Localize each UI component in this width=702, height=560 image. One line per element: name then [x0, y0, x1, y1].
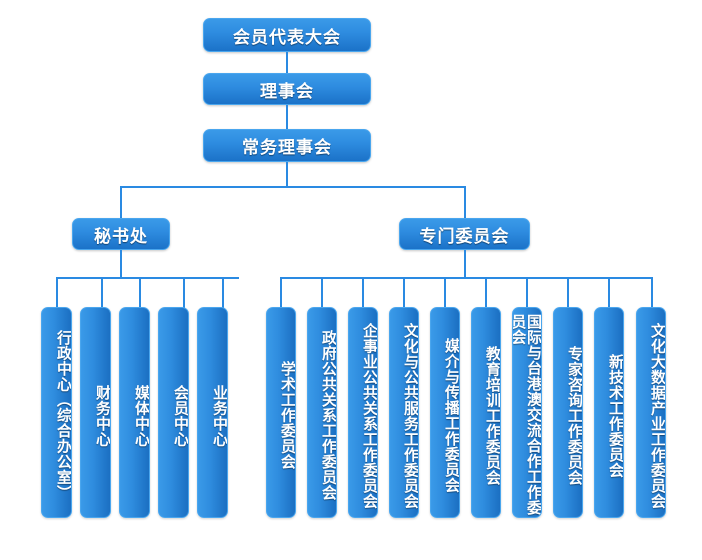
connector-to-committees — [464, 186, 466, 218]
connector-committee-child-4 — [444, 277, 446, 308]
connector-committee-child-1 — [321, 277, 323, 308]
leaf-label: 财务中心 — [94, 384, 111, 447]
leaf-member-center[interactable]: 会员中心 — [158, 307, 189, 518]
connector-secretariat-bus — [56, 277, 239, 279]
leaf-label: 媒介与传播工作委员会 — [443, 338, 460, 493]
leaf-label: 文化大数据产业工作委员会 — [649, 322, 666, 509]
connector-secretariat-down — [120, 250, 122, 278]
leaf-academic-committee[interactable]: 学术工作委员会 — [266, 307, 296, 518]
leaf-media-communication-committee[interactable]: 媒介与传播工作委员会 — [430, 307, 460, 518]
node-member-congress[interactable]: 会员代表大会 — [203, 18, 371, 52]
leaf-education-training-committee[interactable]: 教育培训工作委员会 — [471, 307, 501, 518]
node-label: 会员代表大会 — [233, 27, 341, 48]
node-secretariat[interactable]: 秘书处 — [72, 218, 170, 250]
leaf-admin-center[interactable]: 行政中心（综合办公室） — [41, 307, 72, 518]
leaf-international-exchange-committee[interactable]: 国际与台港澳交流合作工作委员会 — [512, 307, 542, 518]
connector-council-to-standing — [286, 105, 288, 129]
leaf-label: 行政中心（综合办公室） — [55, 330, 72, 501]
leaf-new-technology-committee[interactable]: 新技术工作委员会 — [594, 307, 624, 518]
leaf-label: 教育培训工作委员会 — [484, 345, 501, 486]
connector-committee-child-2 — [362, 277, 364, 308]
connector-secretariat-child-1 — [101, 277, 103, 308]
connector-secretariat-child-4 — [222, 277, 224, 308]
leaf-label: 媒体中心 — [133, 384, 150, 447]
leaf-business-center[interactable]: 业务中心 — [197, 307, 228, 518]
connector-committee-child-0 — [280, 277, 282, 308]
node-label: 理事会 — [260, 81, 314, 102]
connector-branch-bus — [120, 186, 466, 188]
connector-secretariat-child-2 — [139, 277, 141, 308]
leaf-label: 政府公共关系工作委员会 — [320, 330, 337, 501]
leaf-label: 业务中心 — [211, 384, 228, 447]
node-standing-council[interactable]: 常务理事会 — [203, 129, 371, 162]
node-label: 秘书处 — [94, 226, 148, 247]
leaf-culture-public-service-committee[interactable]: 文化与公共服务工作委员会 — [389, 307, 419, 518]
connector-committee-child-5 — [485, 277, 487, 308]
leaf-media-center[interactable]: 媒体中心 — [119, 307, 150, 518]
leaf-label: 会员中心 — [172, 384, 189, 447]
node-council[interactable]: 理事会 — [203, 73, 371, 105]
leaf-label: 专家咨询工作委员会 — [566, 345, 583, 486]
node-label: 专门委员会 — [419, 226, 510, 247]
connector-committees-bus — [280, 277, 653, 279]
connector-committee-child-6 — [526, 277, 528, 308]
connector-committees-down — [464, 250, 466, 278]
connector-secretariat-child-3 — [183, 277, 185, 308]
leaf-label: 企事业公共关系工作委员会 — [361, 322, 378, 509]
leaf-label: 新技术工作委员会 — [607, 353, 624, 478]
leaf-label: 文化与公共服务工作委员会 — [402, 322, 419, 509]
connector-secretariat-child-0 — [56, 277, 58, 308]
leaf-expert-consulting-committee[interactable]: 专家咨询工作委员会 — [553, 307, 583, 518]
leaf-finance-center[interactable]: 财务中心 — [80, 307, 111, 518]
connector-committee-child-9 — [651, 277, 653, 308]
connector-committee-child-7 — [567, 277, 569, 308]
leaf-label: 学术工作委员会 — [279, 361, 296, 470]
leaf-label: 国际与台港澳交流合作工作委员会 — [512, 314, 542, 516]
connector-congress-to-council — [286, 52, 288, 74]
connector-committee-child-8 — [608, 277, 610, 308]
connector-committee-child-3 — [403, 277, 405, 308]
leaf-enterprise-pr-committee[interactable]: 企事业公共关系工作委员会 — [348, 307, 378, 518]
leaf-government-pr-committee[interactable]: 政府公共关系工作委员会 — [307, 307, 337, 518]
node-label: 常务理事会 — [242, 138, 332, 158]
connector-standing-down — [286, 162, 288, 187]
connector-to-secretariat — [120, 186, 122, 218]
node-special-committees[interactable]: 专门委员会 — [399, 218, 530, 250]
leaf-culture-bigdata-committee[interactable]: 文化大数据产业工作委员会 — [636, 307, 666, 518]
